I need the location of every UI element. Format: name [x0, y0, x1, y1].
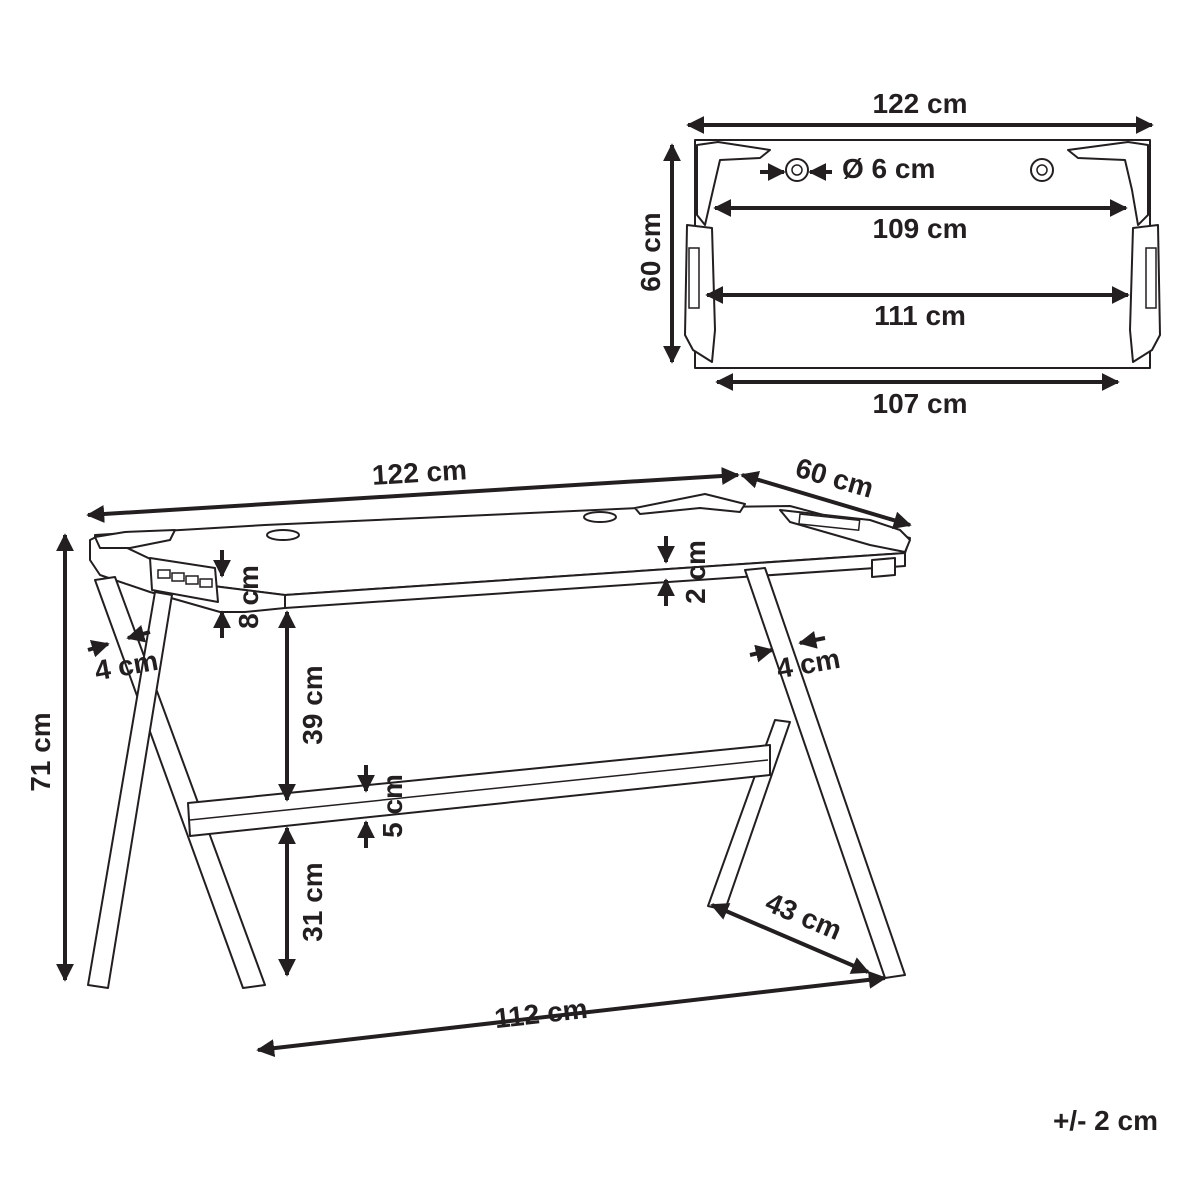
top-view-right-led-strip: [1145, 247, 1157, 309]
tolerance-note: +/- 2 cm: [1053, 1105, 1158, 1136]
top-depth-dimension-line: [740, 470, 912, 530]
right-leg-arrow-left: [749, 644, 774, 663]
lower-clearance-label: 31 cm: [297, 862, 328, 941]
left-corner-cap: [94, 529, 176, 549]
left-leg-arrow-left: [87, 640, 110, 658]
left-leg-arrow-right: [126, 625, 151, 643]
top-view-111-label: 111 cm: [874, 300, 966, 331]
top-view-cable-hole-left: [785, 158, 809, 182]
foot-depth-dimension-line: [710, 903, 870, 974]
top-view-cable-hole-right: [1030, 158, 1054, 182]
top-view-left-led-strip: [688, 247, 700, 309]
right-leg-arrow-right: [798, 630, 826, 649]
top-view-depth-label: 60 cm: [635, 212, 666, 291]
top-view-left-corner-cap: [696, 141, 771, 226]
left-rear-leg: [87, 591, 173, 989]
upper-clearance-label: 39 cm: [297, 665, 328, 744]
height-label: 71 cm: [25, 712, 56, 791]
thickness-label: 2 cm: [680, 540, 711, 604]
right-rear-support: [871, 557, 896, 578]
top-view-right-side-panel: [1129, 224, 1161, 363]
crossbar-height-label: 5 cm: [377, 774, 408, 838]
top-view-109-label: 109 cm: [873, 213, 968, 244]
floor-width-dimension-line: [256, 970, 887, 1058]
perspective-view: 122 cm 60 cm 71 cm 8 cm 2 cm 4 cm 4 cm 3…: [25, 452, 912, 1058]
foot-depth-label: 43 cm: [761, 886, 846, 946]
top-view: 122 cm 60 cm Ø 6 cm 109 cm 111 cm 107 cm: [635, 88, 1161, 419]
cable-hole-left: [266, 529, 300, 541]
top-width-dimension-line: [86, 467, 740, 523]
right-front-leg: [744, 567, 906, 979]
top-view-left-side-panel: [684, 224, 716, 363]
top-view-107-label: 107 cm: [873, 388, 968, 419]
top-depth-label: 60 cm: [792, 452, 877, 504]
panel-height-label: 8 cm: [233, 565, 264, 629]
top-view-right-corner-cap: [1067, 141, 1149, 226]
left-front-leg: [94, 576, 266, 989]
top-view-width-label: 122 cm: [873, 88, 968, 119]
floor-width-label: 112 cm: [493, 993, 589, 1034]
top-width-label: 122 cm: [371, 454, 468, 491]
top-view-hole-diameter-label: Ø 6 cm: [842, 153, 935, 184]
